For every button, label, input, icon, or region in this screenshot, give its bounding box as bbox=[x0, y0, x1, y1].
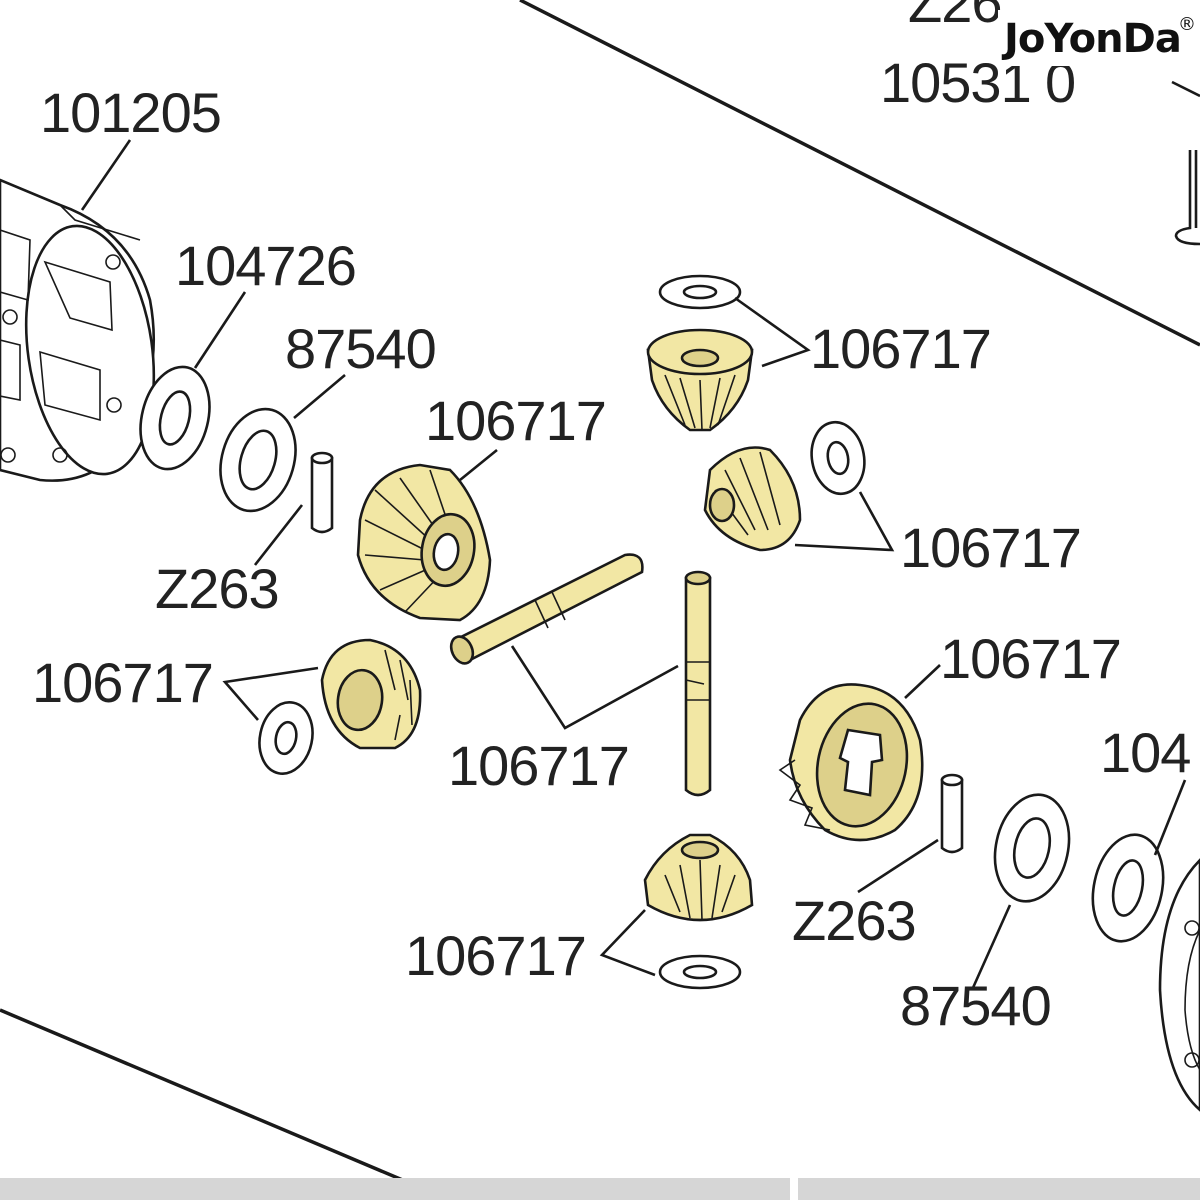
brand-logo: JoYonDa ® bbox=[998, 10, 1200, 66]
label-gear-large-left: 106717 bbox=[425, 389, 606, 452]
bevel-gear-bottom bbox=[643, 833, 754, 922]
pin-Z263-left bbox=[310, 451, 334, 534]
large-bevel-gear-right bbox=[778, 683, 924, 842]
label-pin-right: Z263 bbox=[792, 889, 916, 952]
label-gear-bottom: 106717 bbox=[405, 924, 586, 987]
bottom-bar-divider bbox=[790, 1178, 798, 1200]
shim-87540-right bbox=[993, 793, 1071, 903]
part-labels: Z26 10531 0 101205 104726 87540 106717 1… bbox=[32, 0, 1191, 1037]
label-washer-right-partial: 104 bbox=[1100, 721, 1190, 784]
differential-case-101205 bbox=[0, 178, 156, 482]
small-bevel-gear-left bbox=[320, 638, 422, 750]
pin-Z263-right bbox=[940, 773, 964, 854]
washer-104726-left bbox=[139, 365, 211, 471]
bevel-gear-top bbox=[646, 328, 754, 432]
large-bevel-gear-left bbox=[356, 463, 492, 622]
label-shim-right: 87540 bbox=[900, 974, 1051, 1037]
bottom-scroll-bar bbox=[0, 1178, 1200, 1200]
label-pin-left: Z263 bbox=[155, 557, 279, 620]
washer-104-right-partial bbox=[1091, 833, 1165, 943]
label-top-partial-1: Z26 bbox=[908, 0, 1002, 34]
washer-right-small bbox=[810, 420, 866, 496]
label-gear-large-right: 106717 bbox=[940, 627, 1121, 690]
differential-case-right-partial bbox=[1158, 858, 1200, 1112]
label-case: 101205 bbox=[40, 81, 221, 144]
washer-top bbox=[658, 274, 742, 310]
top-right-partial-part bbox=[1171, 80, 1200, 246]
cross-shaft-short bbox=[449, 553, 644, 665]
registered-mark: ® bbox=[1178, 14, 1196, 35]
bevel-gear-right bbox=[703, 446, 802, 552]
washer-bottom bbox=[658, 954, 742, 990]
brand-name: JoYonDa bbox=[1004, 16, 1182, 62]
label-shim-left: 87540 bbox=[285, 317, 436, 380]
label-gear-top: 106717 bbox=[810, 317, 991, 380]
label-washer-left: 104726 bbox=[175, 234, 356, 297]
label-shafts: 106717 bbox=[448, 734, 629, 797]
washer-left-small bbox=[258, 701, 314, 775]
shim-87540-left bbox=[219, 407, 297, 513]
label-gear-right-small: 106717 bbox=[900, 516, 1081, 579]
cross-shaft-long bbox=[684, 570, 712, 797]
leader-lines bbox=[80, 139, 1187, 991]
label-gear-left-small: 106717 bbox=[32, 651, 213, 714]
